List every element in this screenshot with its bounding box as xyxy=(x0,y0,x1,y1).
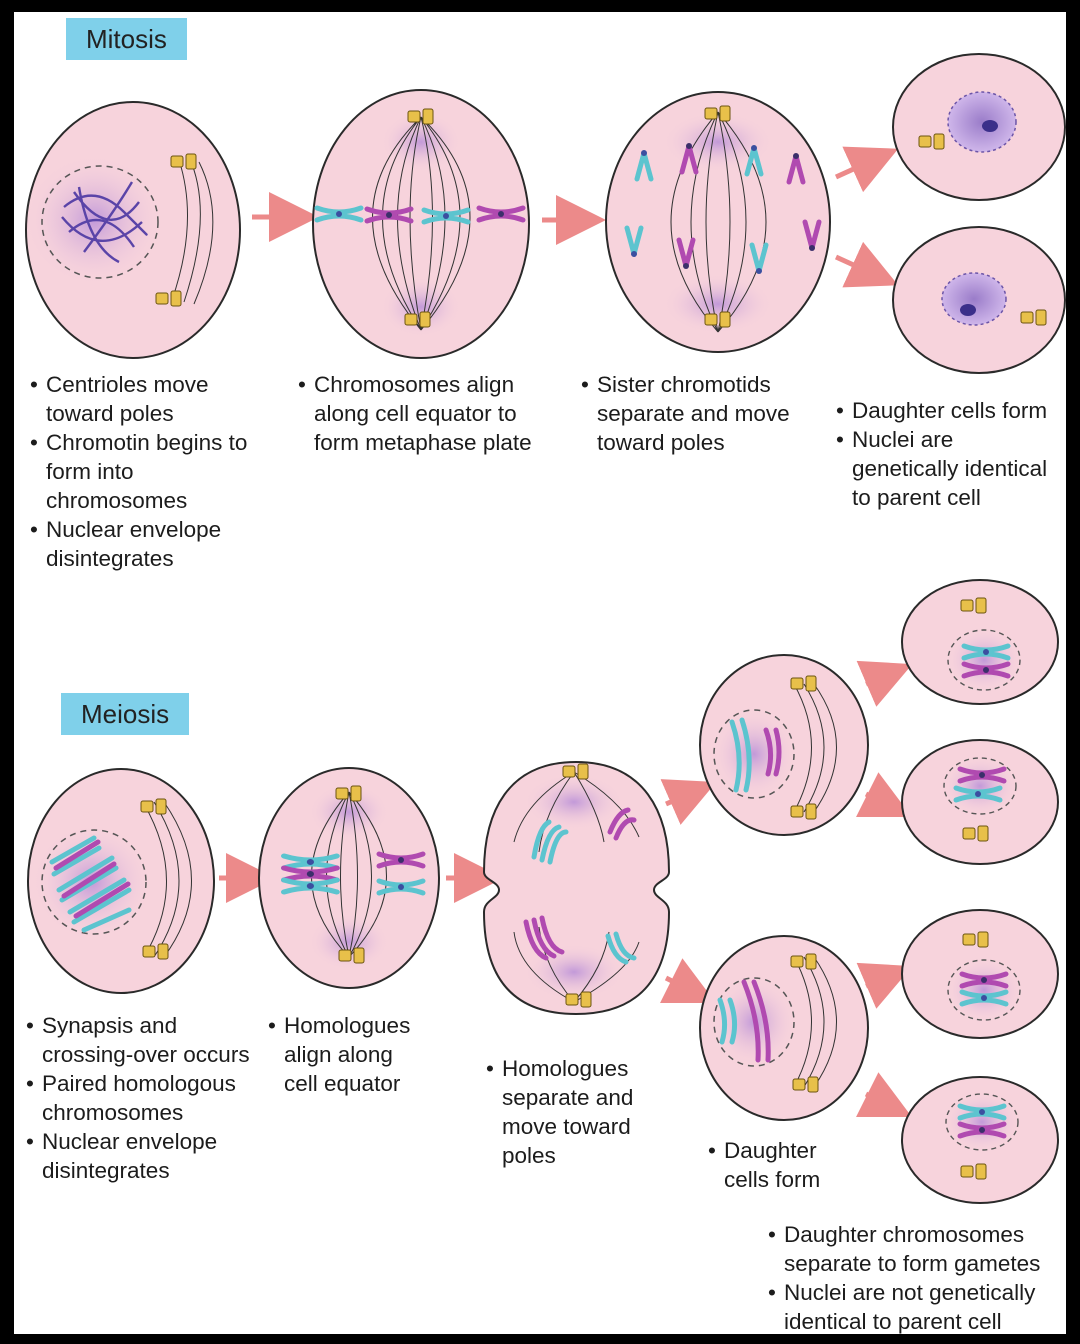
note: Chromotin begins to form into chromosome… xyxy=(28,428,248,515)
mitosis-label: Mitosis xyxy=(66,18,187,60)
mitosis-step-3-notes: Sister chromotids separate and move towa… xyxy=(579,370,824,457)
mitosis-prophase-cell xyxy=(24,101,241,359)
arrow xyxy=(856,962,913,1009)
mitosis-daughter-cell-bottom xyxy=(892,226,1066,374)
note: Homologues separate and move toward pole… xyxy=(484,1054,654,1170)
meiosis-metaphase-cell xyxy=(258,767,440,989)
meiosis-anaphase-cell xyxy=(482,760,671,1016)
note: Daughter cells form xyxy=(834,396,1064,425)
meiosis-step-5-notes: Daughter chromosomes separate to form ga… xyxy=(766,1220,1066,1336)
mitosis-step-2-notes: Chromosomes align along cell equator to … xyxy=(296,370,546,457)
note: Nuclear envelope disintegrates xyxy=(28,515,248,573)
mitosis-step-1-notes: Centrioles move toward poles Chromotin b… xyxy=(28,370,248,573)
gamete-cell-2 xyxy=(901,739,1059,865)
note: Centrioles move toward poles xyxy=(28,370,248,428)
meiosis-daughter-cell-top xyxy=(699,654,869,836)
mitosis-anaphase-cell xyxy=(605,91,831,353)
note: Nuclei are genetically identical to pare… xyxy=(834,425,1064,512)
arrow xyxy=(659,958,716,1003)
meiosis-label: Meiosis xyxy=(61,693,190,735)
cell-division-illustration xyxy=(24,53,1066,1204)
mitosis-metaphase-cell xyxy=(312,89,530,359)
arrow xyxy=(834,146,899,193)
mitosis-daughter-cell-top xyxy=(892,53,1066,201)
meiosis-daughter-cell-bottom xyxy=(699,935,869,1121)
arrow xyxy=(856,660,913,707)
arrow xyxy=(660,779,717,825)
gamete-cell-4 xyxy=(901,1076,1059,1204)
note: Sister chromotids separate and move towa… xyxy=(579,370,824,457)
arrow xyxy=(855,772,912,817)
note: Daughter chromosomes separate to form ga… xyxy=(766,1220,1066,1278)
note: Homologues align along cell equator xyxy=(266,1011,426,1098)
note: Paired homologous chromosomes xyxy=(24,1069,264,1127)
note: Synapsis and crossing-over occurs xyxy=(24,1011,264,1069)
meiosis-step-2-notes: Homologues align along cell equator xyxy=(266,1011,426,1098)
note: Nuclei are not genetically identical to … xyxy=(766,1278,1066,1336)
gamete-cell-3 xyxy=(901,909,1059,1039)
meiosis-step-1-notes: Synapsis and crossing-over occurs Paired… xyxy=(24,1011,264,1185)
gamete-cell-1 xyxy=(901,579,1059,705)
note: Daughter cells form xyxy=(706,1136,836,1194)
meiosis-step-4-notes: Daughter cells form xyxy=(706,1136,836,1194)
diagram-sheet: Mitosis Meiosis Centrioles move toward p… xyxy=(14,12,1066,1334)
meiosis-prophase-cell xyxy=(27,768,215,994)
arrow xyxy=(855,1072,912,1117)
note: Chromosomes align along cell equator to … xyxy=(296,370,546,457)
meiosis-step-3-notes: Homologues separate and move toward pole… xyxy=(484,1054,654,1170)
mitosis-step-4-notes: Daughter cells form Nuclei are genetical… xyxy=(834,396,1064,512)
arrow xyxy=(834,241,899,288)
note: Nuclear envelope disintegrates xyxy=(24,1127,264,1185)
